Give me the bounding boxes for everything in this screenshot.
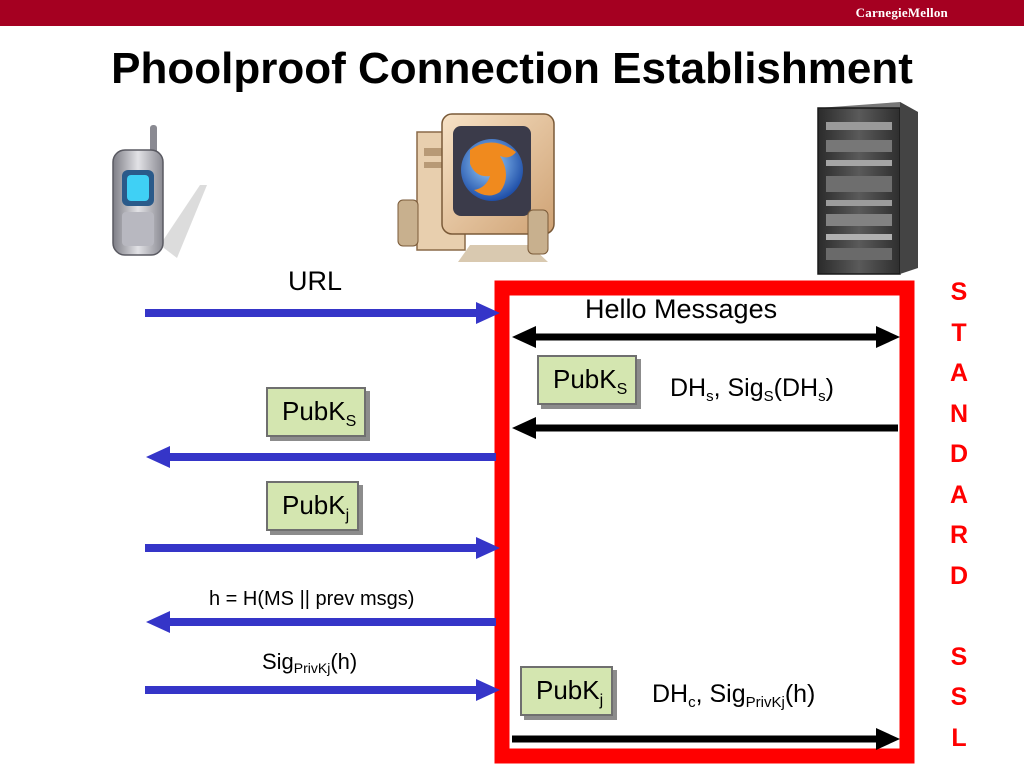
server-rack-icon [817, 102, 918, 275]
vertical-letter: A [949, 480, 969, 509]
arrow-dh-c-to-server [512, 728, 900, 750]
pubk-s-card-server: PubKS [537, 355, 638, 405]
carnegie-mellon-logo: CarnegieMellon [855, 5, 948, 20]
pubk-s-card-phone: PubKS [266, 387, 367, 437]
arrow-dh-s-to-computer [512, 417, 898, 439]
vertical-letter: S [950, 278, 968, 306]
vertical-letter: D [949, 561, 969, 590]
pubk-j-card-server: PubKj [520, 666, 614, 716]
arrow-hello-messages [512, 326, 900, 348]
vertical-letter: A [949, 359, 969, 387]
sig-h-label: SigPrivKj(h) [262, 649, 358, 676]
url-label: URL [288, 266, 343, 296]
mobile-phone-icon [112, 125, 207, 258]
standard-ssl-vertical-label: S T A N D A R D S S L [944, 272, 974, 758]
dh-s-sig-label: DHs, SigS(DHs) [670, 374, 834, 405]
header-bar: CarnegieMellon [0, 0, 1024, 26]
vertical-letter: L [951, 723, 967, 752]
vertical-letter: S [950, 683, 968, 711]
hash-label: h = H(MS || prev msgs) [209, 588, 415, 610]
slide-title: Phoolproof Connection Establishment [111, 44, 913, 93]
arrow-hash-to-phone [146, 611, 496, 633]
vertical-letter: N [949, 399, 969, 428]
hello-messages-label: Hello Messages [585, 294, 778, 324]
arrow-pubk-s-to-phone [146, 446, 496, 468]
vertical-letter: D [949, 440, 969, 468]
vertical-letter: R [949, 521, 969, 549]
dh-c-sig-label: DHc, SigPrivKj(h) [652, 680, 816, 711]
arrow-pubk-j-to-computer [145, 537, 500, 559]
vertical-letter: T [951, 318, 967, 347]
pubk-j-card-phone: PubKj [266, 481, 360, 531]
desktop-computer-browser-icon [397, 113, 555, 262]
vertical-spacer [944, 596, 974, 637]
vertical-letter: S [950, 642, 968, 671]
arrow-sig-to-computer [145, 679, 500, 701]
arrow-url [145, 302, 500, 324]
standard-ssl-box [494, 280, 915, 764]
